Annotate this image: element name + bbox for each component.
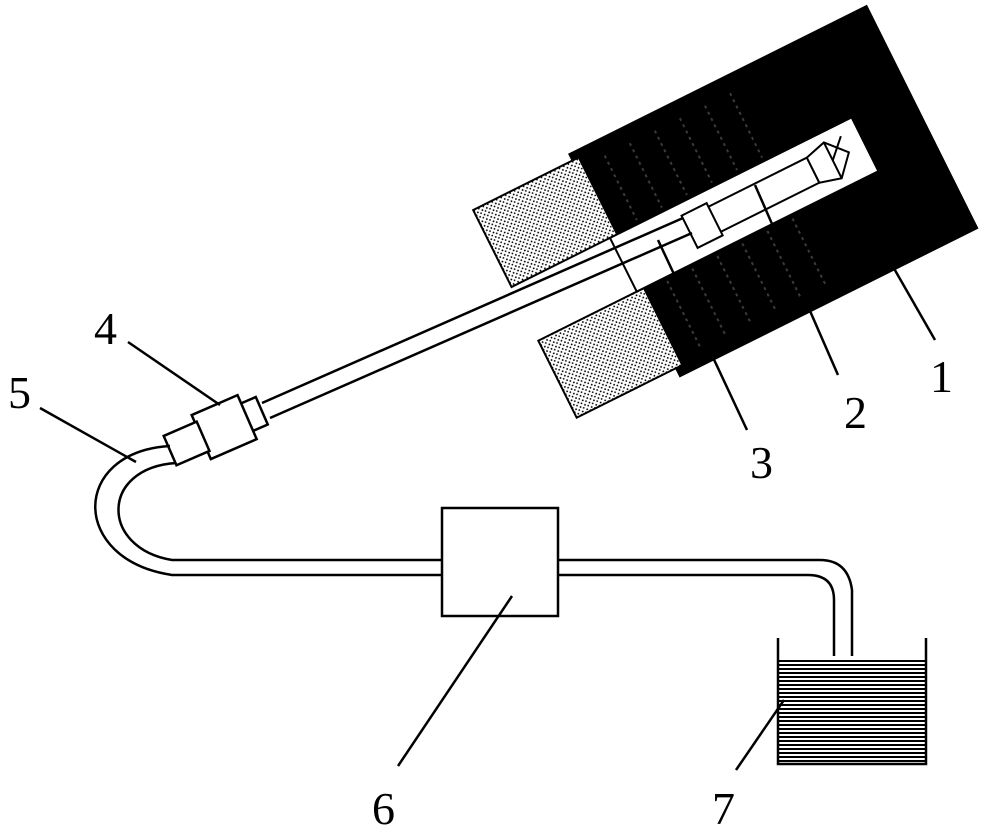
- heating-coils: [603, 92, 827, 348]
- label-part-4: 4: [94, 303, 117, 354]
- leader-line-6: [396, 595, 514, 767]
- leader-line-4: [127, 340, 221, 407]
- label-part-2: 2: [844, 387, 867, 438]
- inclined-tube: [261, 216, 693, 420]
- leader-line-1: [886, 257, 937, 341]
- leader-line-5: [39, 406, 137, 464]
- leader-line-2: [753, 184, 840, 376]
- leader-line-7: [734, 699, 786, 771]
- label-part-7: 7: [712, 783, 735, 834]
- label-part-3: 3: [750, 437, 773, 488]
- leader-line-3: [656, 239, 749, 431]
- label-part-5: 5: [8, 367, 31, 418]
- hose: [94, 444, 854, 656]
- collection-vessel: [776, 638, 928, 766]
- label-part-1: 1: [930, 351, 953, 402]
- label-part-6: 6: [372, 783, 395, 834]
- furnace-assembly: [471, 4, 979, 420]
- pump-box: [440, 506, 560, 618]
- connector: [162, 393, 270, 467]
- holder-collar: [680, 201, 725, 250]
- insulation-upper: [471, 156, 619, 289]
- insulation-lower: [536, 286, 684, 420]
